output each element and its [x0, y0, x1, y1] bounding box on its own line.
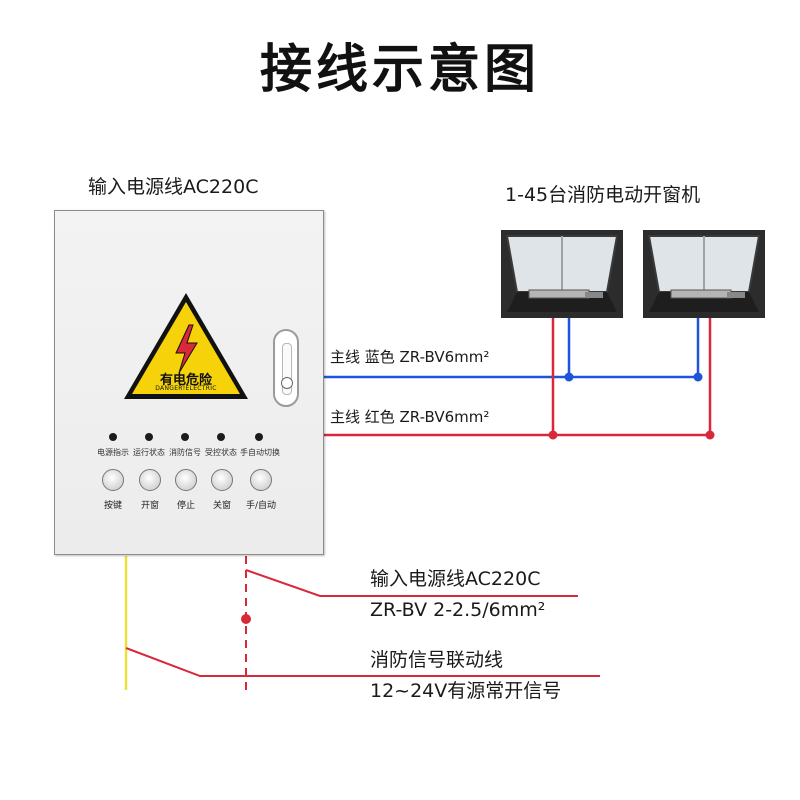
stop-button[interactable]	[175, 469, 197, 491]
open-window-button[interactable]	[139, 469, 161, 491]
blue-junction-2	[693, 372, 703, 382]
input-power-junction	[241, 614, 251, 624]
indicator-label: 电源指示	[97, 448, 129, 457]
page-title: 接线示意图	[259, 40, 540, 100]
high-voltage-warning-sign: 有电危险 DANGER!ELECTRIC	[121, 291, 251, 403]
led-auto-manual	[255, 433, 263, 441]
warning-text-cn: 有电危险	[159, 373, 212, 388]
fire-signal-label: 消防信号联动线	[370, 649, 504, 671]
input-power-spec: ZR-BV 2-2.5/6mm²	[370, 599, 546, 621]
button-label: 停止	[176, 501, 196, 511]
cabinet-input-label: 输入电源线AC220C	[88, 176, 259, 198]
door-handle-slot	[282, 343, 292, 395]
door-lock-icon[interactable]	[281, 377, 293, 389]
button-label: 手/自动	[245, 501, 277, 511]
indicator-label: 运行状态	[133, 448, 165, 457]
red-main-label: 主线 红色 ZR-BV6mm²	[330, 408, 490, 426]
fire-signal-leader	[125, 647, 600, 677]
input-power-leader	[245, 569, 578, 597]
door-handle[interactable]	[273, 329, 299, 407]
led-power	[109, 433, 117, 441]
fire-signal-spec: 12~24V有源常开信号	[370, 680, 562, 702]
window-icon	[501, 230, 623, 318]
indicator-label: 消防信号	[169, 448, 201, 457]
indicator-label: 手自动切换	[240, 448, 280, 457]
window-opener-1	[499, 228, 625, 324]
button-label: 关窗	[212, 501, 232, 511]
led-controlled	[217, 433, 225, 441]
manual-auto-button[interactable]	[250, 469, 272, 491]
control-cabinet: 有电危险 DANGER!ELECTRIC 电源指示 运行状态 消防信号 受控状态…	[54, 210, 324, 555]
blue-junction-1	[564, 372, 574, 382]
close-window-button[interactable]	[211, 469, 233, 491]
window-opener-2	[641, 228, 767, 324]
led-running	[145, 433, 153, 441]
led-fire-signal	[181, 433, 189, 441]
red-junction-2	[705, 430, 715, 440]
button-label: 按键	[103, 501, 123, 511]
window-icon	[643, 230, 765, 318]
warning-text-en: DANGER!ELECTRIC	[155, 385, 217, 392]
lightning-icon	[124, 293, 248, 399]
indicator-label: 受控状态	[205, 448, 237, 457]
red-junction-1	[548, 430, 558, 440]
button-label: 开窗	[140, 501, 160, 511]
window-openers-label: 1-45台消防电动开窗机	[505, 184, 701, 206]
input-power-label: 输入电源线AC220C	[370, 568, 541, 590]
blue-main-label: 主线 蓝色 ZR-BV6mm²	[330, 348, 490, 366]
key-button[interactable]	[102, 469, 124, 491]
